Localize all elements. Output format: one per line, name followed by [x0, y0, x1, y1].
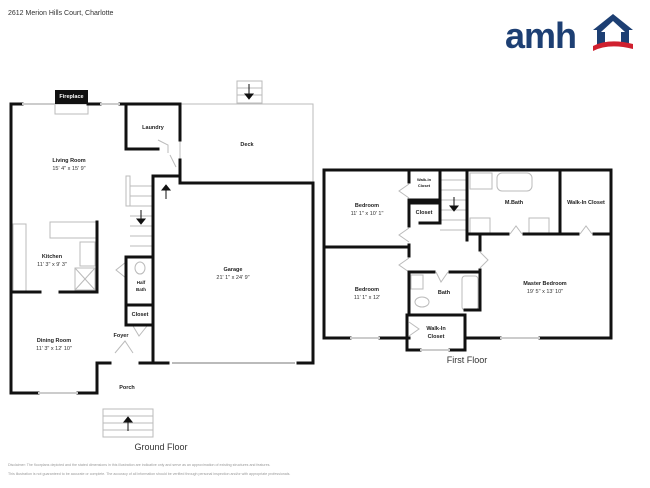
- room-name: Deck: [240, 142, 254, 148]
- room-name: Half: [136, 280, 146, 285]
- room-dimensions: 11' 1" x 10' 1": [350, 211, 384, 217]
- room-name: Living Room: [52, 158, 86, 164]
- room-name: Foyer: [113, 333, 129, 339]
- room-name-line2: Closet: [417, 183, 431, 188]
- room-foyer: Foyer: [114, 332, 129, 340]
- room-dimensions: 11' 3" x 12' 10": [36, 346, 72, 352]
- room-name: Walk-In Closet: [567, 200, 605, 206]
- room-name-line2: Bath: [136, 287, 146, 292]
- svg-text:amh: amh: [505, 15, 576, 54]
- room-closet-first: Closet: [416, 209, 433, 217]
- fireplace: Fireplace: [55, 90, 88, 104]
- room-name-line2: Closet: [427, 334, 445, 340]
- room-dimensions: 15' 4" x 15' 9": [52, 166, 86, 172]
- property-address: 2612 Merion Hills Court, Charlotte: [8, 10, 114, 17]
- room-name: Dining Room: [36, 338, 72, 344]
- room-dimensions: 11' 1" x 12': [353, 295, 381, 301]
- first-floor-label: First Floor: [446, 355, 488, 365]
- room-name: Garage: [223, 267, 243, 273]
- room-laundry: Laundry: [142, 124, 164, 132]
- disclaimer-line-2: This illustration is not guaranteed to b…: [8, 472, 291, 476]
- room-living-room: Living Room 15' 4" x 15' 9": [52, 157, 85, 173]
- room-kitchen: Kitchen 11' 3" x 9' 3": [37, 253, 67, 269]
- room-bath: Bath: [438, 289, 450, 297]
- room-bedroom-2: Bedroom 11' 1" x 12': [354, 286, 380, 302]
- room-garage: Garage 21' 1" x 24' 9": [216, 266, 249, 282]
- room-name: M.Bath: [504, 200, 524, 206]
- disclaimer-line-1: Disclaimer: The floorplans depicted and …: [8, 463, 271, 467]
- room-porch: Porch: [119, 384, 135, 392]
- room-bedroom-1: Bedroom 11' 1" x 10' 1": [351, 202, 384, 218]
- room-name: Closet: [415, 210, 433, 216]
- room-name: Master Bedroom: [523, 281, 567, 287]
- room-m-bath: M.Bath: [505, 199, 523, 207]
- room-name: Bedroom: [354, 287, 380, 293]
- room-name: Porch: [119, 385, 135, 391]
- ground-floor-label: Ground Floor: [134, 442, 188, 452]
- room-name: Bath: [437, 290, 451, 296]
- room-walk-in-closet-master: Walk-In Closet: [567, 199, 605, 207]
- room-name: Closet: [131, 312, 149, 318]
- room-dimensions: 19' 5" x 13' 10": [526, 289, 564, 295]
- room-name: Walk-In: [416, 177, 432, 182]
- room-dimensions: 11' 3" x 9' 3": [37, 262, 67, 268]
- room-dimensions: 21' 1" x 24' 9": [216, 275, 250, 281]
- room-deck: Deck: [240, 141, 253, 149]
- room-name: Kitchen: [41, 254, 63, 260]
- room-closet: Closet: [132, 311, 149, 319]
- amh-logo: amh: [505, 14, 633, 54]
- room-master-bedroom: Master Bedroom 19' 5" x 13' 10": [523, 280, 566, 296]
- room-dining-room: Dining Room 11' 3" x 12' 10": [36, 337, 72, 353]
- room-name: Laundry: [142, 125, 164, 131]
- room-name: Walk-In: [426, 326, 446, 332]
- room-name: Bedroom: [354, 203, 380, 209]
